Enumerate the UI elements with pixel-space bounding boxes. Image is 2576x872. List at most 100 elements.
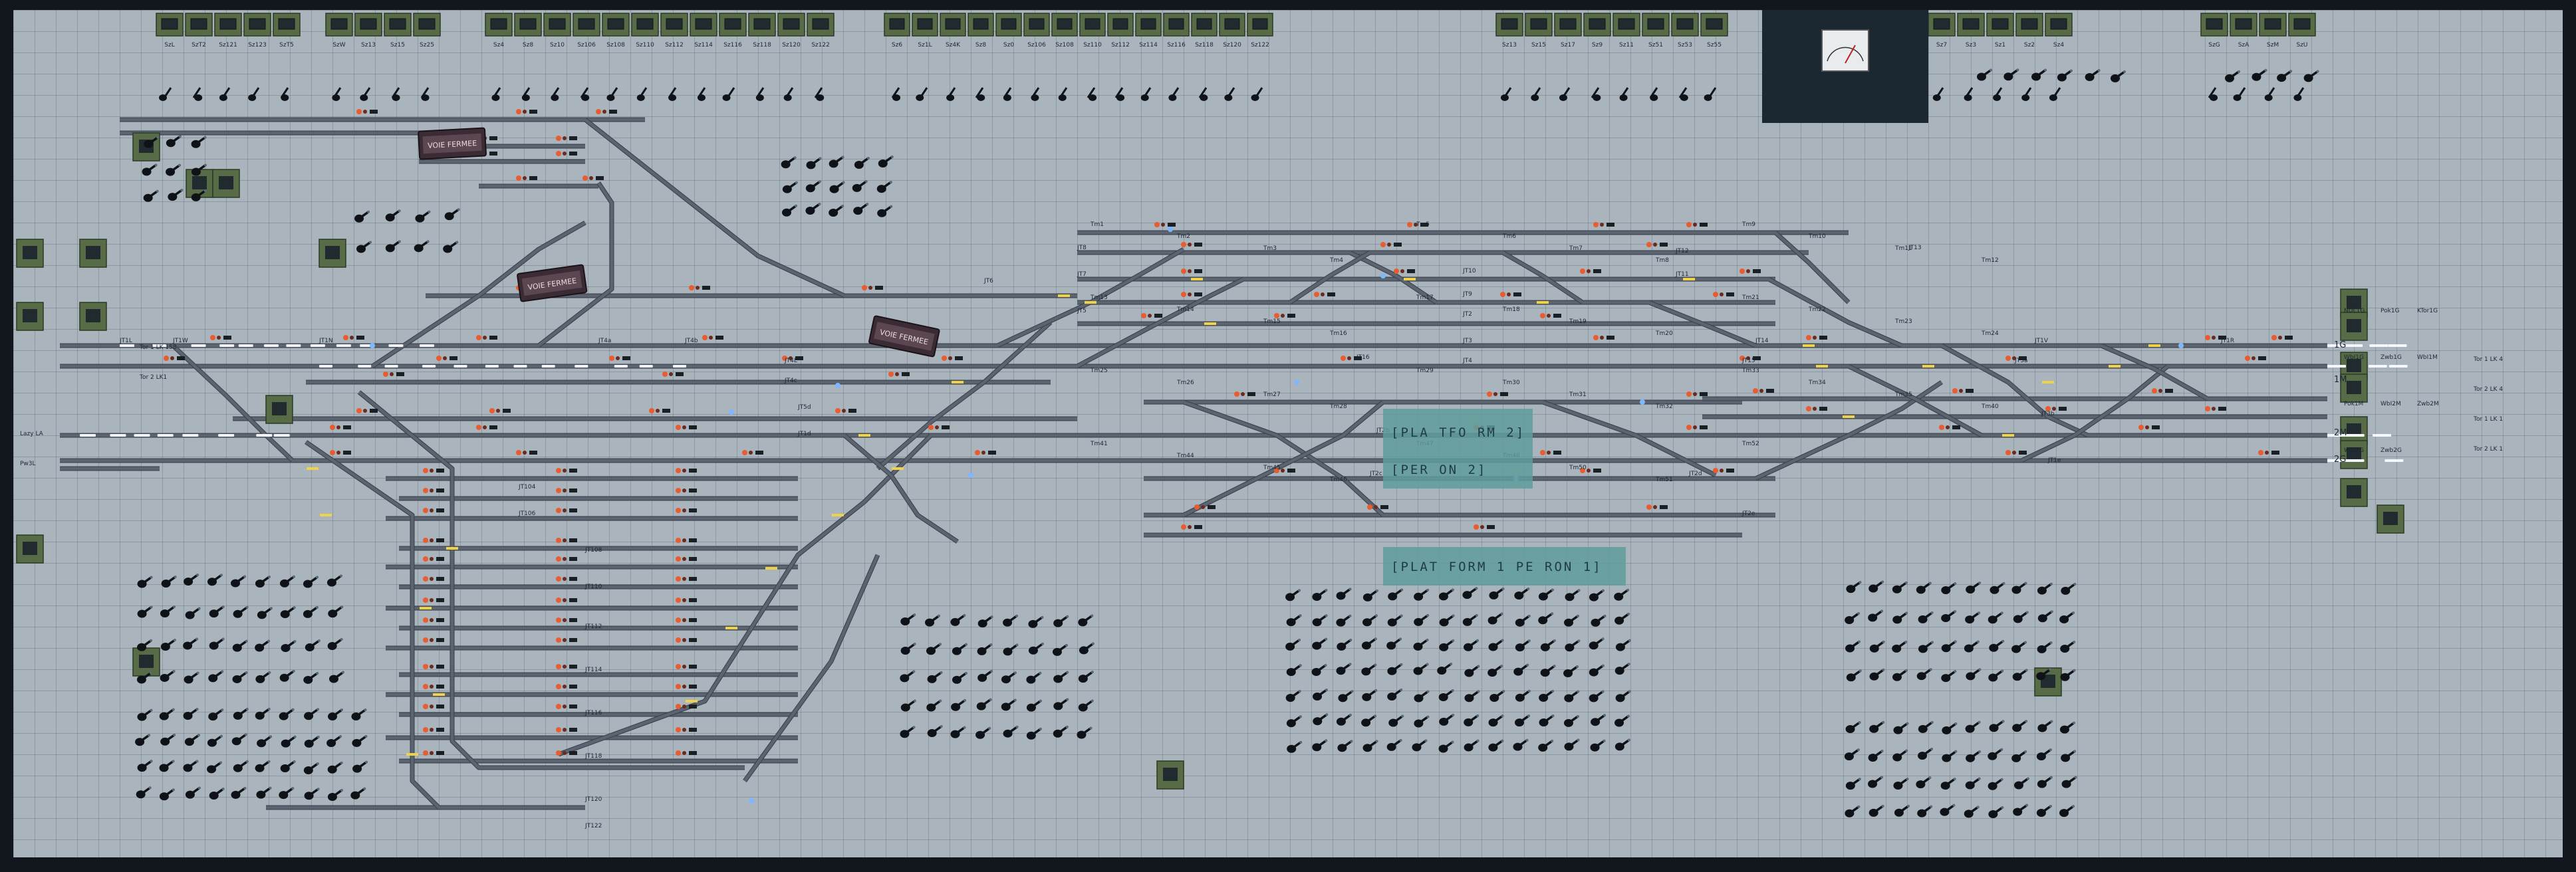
signal-head[interactable] xyxy=(423,468,444,473)
signal-switch-icon[interactable] xyxy=(569,469,577,473)
lever-handle[interactable] xyxy=(1057,725,1069,735)
lever[interactable] xyxy=(1514,588,1530,600)
lever-handle[interactable] xyxy=(1290,741,1302,750)
lever[interactable] xyxy=(2037,610,2053,623)
lever-handle[interactable] xyxy=(187,671,199,681)
lever[interactable] xyxy=(878,155,894,167)
lever-handle[interactable] xyxy=(2041,720,2053,730)
lever[interactable] xyxy=(1413,663,1429,675)
lever-handle[interactable] xyxy=(1567,738,1580,748)
signal-switch-icon[interactable] xyxy=(569,618,577,622)
lever-handle[interactable] xyxy=(1543,665,1556,674)
lever-handle[interactable] xyxy=(188,607,201,617)
lever[interactable] xyxy=(1362,614,1378,627)
lever-handle[interactable] xyxy=(1618,714,1630,724)
signal-switch-icon[interactable] xyxy=(1700,425,1708,429)
signal-switch-icon[interactable] xyxy=(436,577,444,581)
lever-handle[interactable] xyxy=(2041,776,2053,786)
signal-head[interactable] xyxy=(975,450,996,455)
lever[interactable] xyxy=(1464,739,1480,752)
lever[interactable] xyxy=(2061,776,2077,788)
signal-head[interactable] xyxy=(556,488,577,493)
lever[interactable] xyxy=(2037,720,2053,732)
lever-knob-icon[interactable] xyxy=(194,94,203,101)
signal-head[interactable] xyxy=(516,175,537,181)
signal-switch-icon[interactable] xyxy=(1394,243,1402,247)
signal-switch-icon[interactable] xyxy=(702,286,710,290)
lever-handle[interactable] xyxy=(1114,87,1124,98)
lever[interactable] xyxy=(1868,580,1884,593)
lever-handle[interactable] xyxy=(1390,663,1403,673)
signal-switch-icon[interactable] xyxy=(2271,451,2279,455)
lever-handle[interactable] xyxy=(307,788,320,797)
lever-knob-icon[interactable] xyxy=(1116,94,1125,101)
lever-handle[interactable] xyxy=(1920,805,1932,815)
lever[interactable] xyxy=(1414,690,1430,703)
signal-switch-icon[interactable] xyxy=(569,705,577,708)
lever[interactable] xyxy=(1387,663,1403,675)
lever-handle[interactable] xyxy=(1968,611,1980,621)
lever-handle[interactable] xyxy=(2015,582,2027,592)
lever-handle[interactable] xyxy=(856,203,868,212)
lever-handle[interactable] xyxy=(309,639,321,649)
lever-handle[interactable] xyxy=(330,735,342,744)
lever-handle[interactable] xyxy=(1315,664,1327,673)
lever[interactable] xyxy=(950,613,966,626)
lever-handle[interactable] xyxy=(355,735,368,744)
lever-handle[interactable] xyxy=(236,606,249,615)
lever-handle[interactable] xyxy=(1517,663,1529,673)
lever-handle[interactable] xyxy=(391,87,400,98)
lever[interactable] xyxy=(2011,641,2027,653)
signal-head[interactable] xyxy=(556,684,577,689)
signal-head[interactable] xyxy=(2138,425,2160,430)
lever[interactable] xyxy=(1464,639,1480,651)
signal-switch-icon[interactable] xyxy=(436,469,444,473)
signal-switch-icon[interactable] xyxy=(689,489,697,492)
lever-handle[interactable] xyxy=(1519,690,1531,699)
lever-handle[interactable] xyxy=(260,735,272,745)
lever-handle[interactable] xyxy=(1969,750,1981,760)
signal-switch-icon[interactable] xyxy=(489,136,497,140)
lever[interactable] xyxy=(2013,611,2029,623)
lever[interactable] xyxy=(209,788,225,800)
signal-switch-icon[interactable] xyxy=(370,110,378,114)
lever[interactable] xyxy=(1026,727,1042,740)
lever-handle[interactable] xyxy=(1594,615,1607,624)
signal-head[interactable] xyxy=(676,468,697,473)
lever-handle[interactable] xyxy=(362,87,371,98)
lever[interactable] xyxy=(977,615,993,628)
signal-switch-icon[interactable] xyxy=(662,409,670,413)
lever-handle[interactable] xyxy=(1618,613,1630,622)
lever[interactable] xyxy=(1287,740,1303,753)
signal-head[interactable] xyxy=(330,425,351,430)
lever[interactable] xyxy=(209,637,225,650)
lever-handle[interactable] xyxy=(930,699,942,709)
lever-panel-group_d[interactable]: Sz106 xyxy=(1023,13,1050,49)
lever-handle[interactable] xyxy=(1390,739,1402,748)
lever-handle[interactable] xyxy=(284,735,297,745)
signal-head[interactable] xyxy=(2205,335,2226,340)
lever-handle[interactable] xyxy=(956,672,967,681)
lever-handle[interactable] xyxy=(1849,640,1861,650)
signal-switch-icon[interactable] xyxy=(1168,223,1176,227)
lever[interactable] xyxy=(279,575,295,588)
signal-switch-icon[interactable] xyxy=(2218,336,2226,340)
lever-handle[interactable] xyxy=(1919,776,1932,786)
lever-handle[interactable] xyxy=(186,637,198,647)
lever[interactable] xyxy=(328,708,344,721)
lever-handle[interactable] xyxy=(1364,714,1376,724)
signal-switch-icon[interactable] xyxy=(489,336,497,340)
signal-head[interactable] xyxy=(1580,269,1601,274)
lever-handle[interactable] xyxy=(1198,87,1208,98)
lever-handle[interactable] xyxy=(307,736,320,745)
lever-panel-group_c[interactable]: Sz118 xyxy=(748,13,776,49)
lever[interactable] xyxy=(2013,777,2029,790)
lever-handle[interactable] xyxy=(1994,87,2003,98)
lever[interactable] xyxy=(2036,805,2052,818)
signal-switch-icon[interactable] xyxy=(1380,505,1388,509)
lever-panel-group_g[interactable]: SzM xyxy=(2259,13,2287,49)
lever[interactable] xyxy=(1894,804,1910,817)
lever[interactable] xyxy=(1312,589,1328,601)
lever-panel-group_c[interactable]: Sz10 xyxy=(543,13,571,49)
lever-handle[interactable] xyxy=(1618,738,1630,748)
